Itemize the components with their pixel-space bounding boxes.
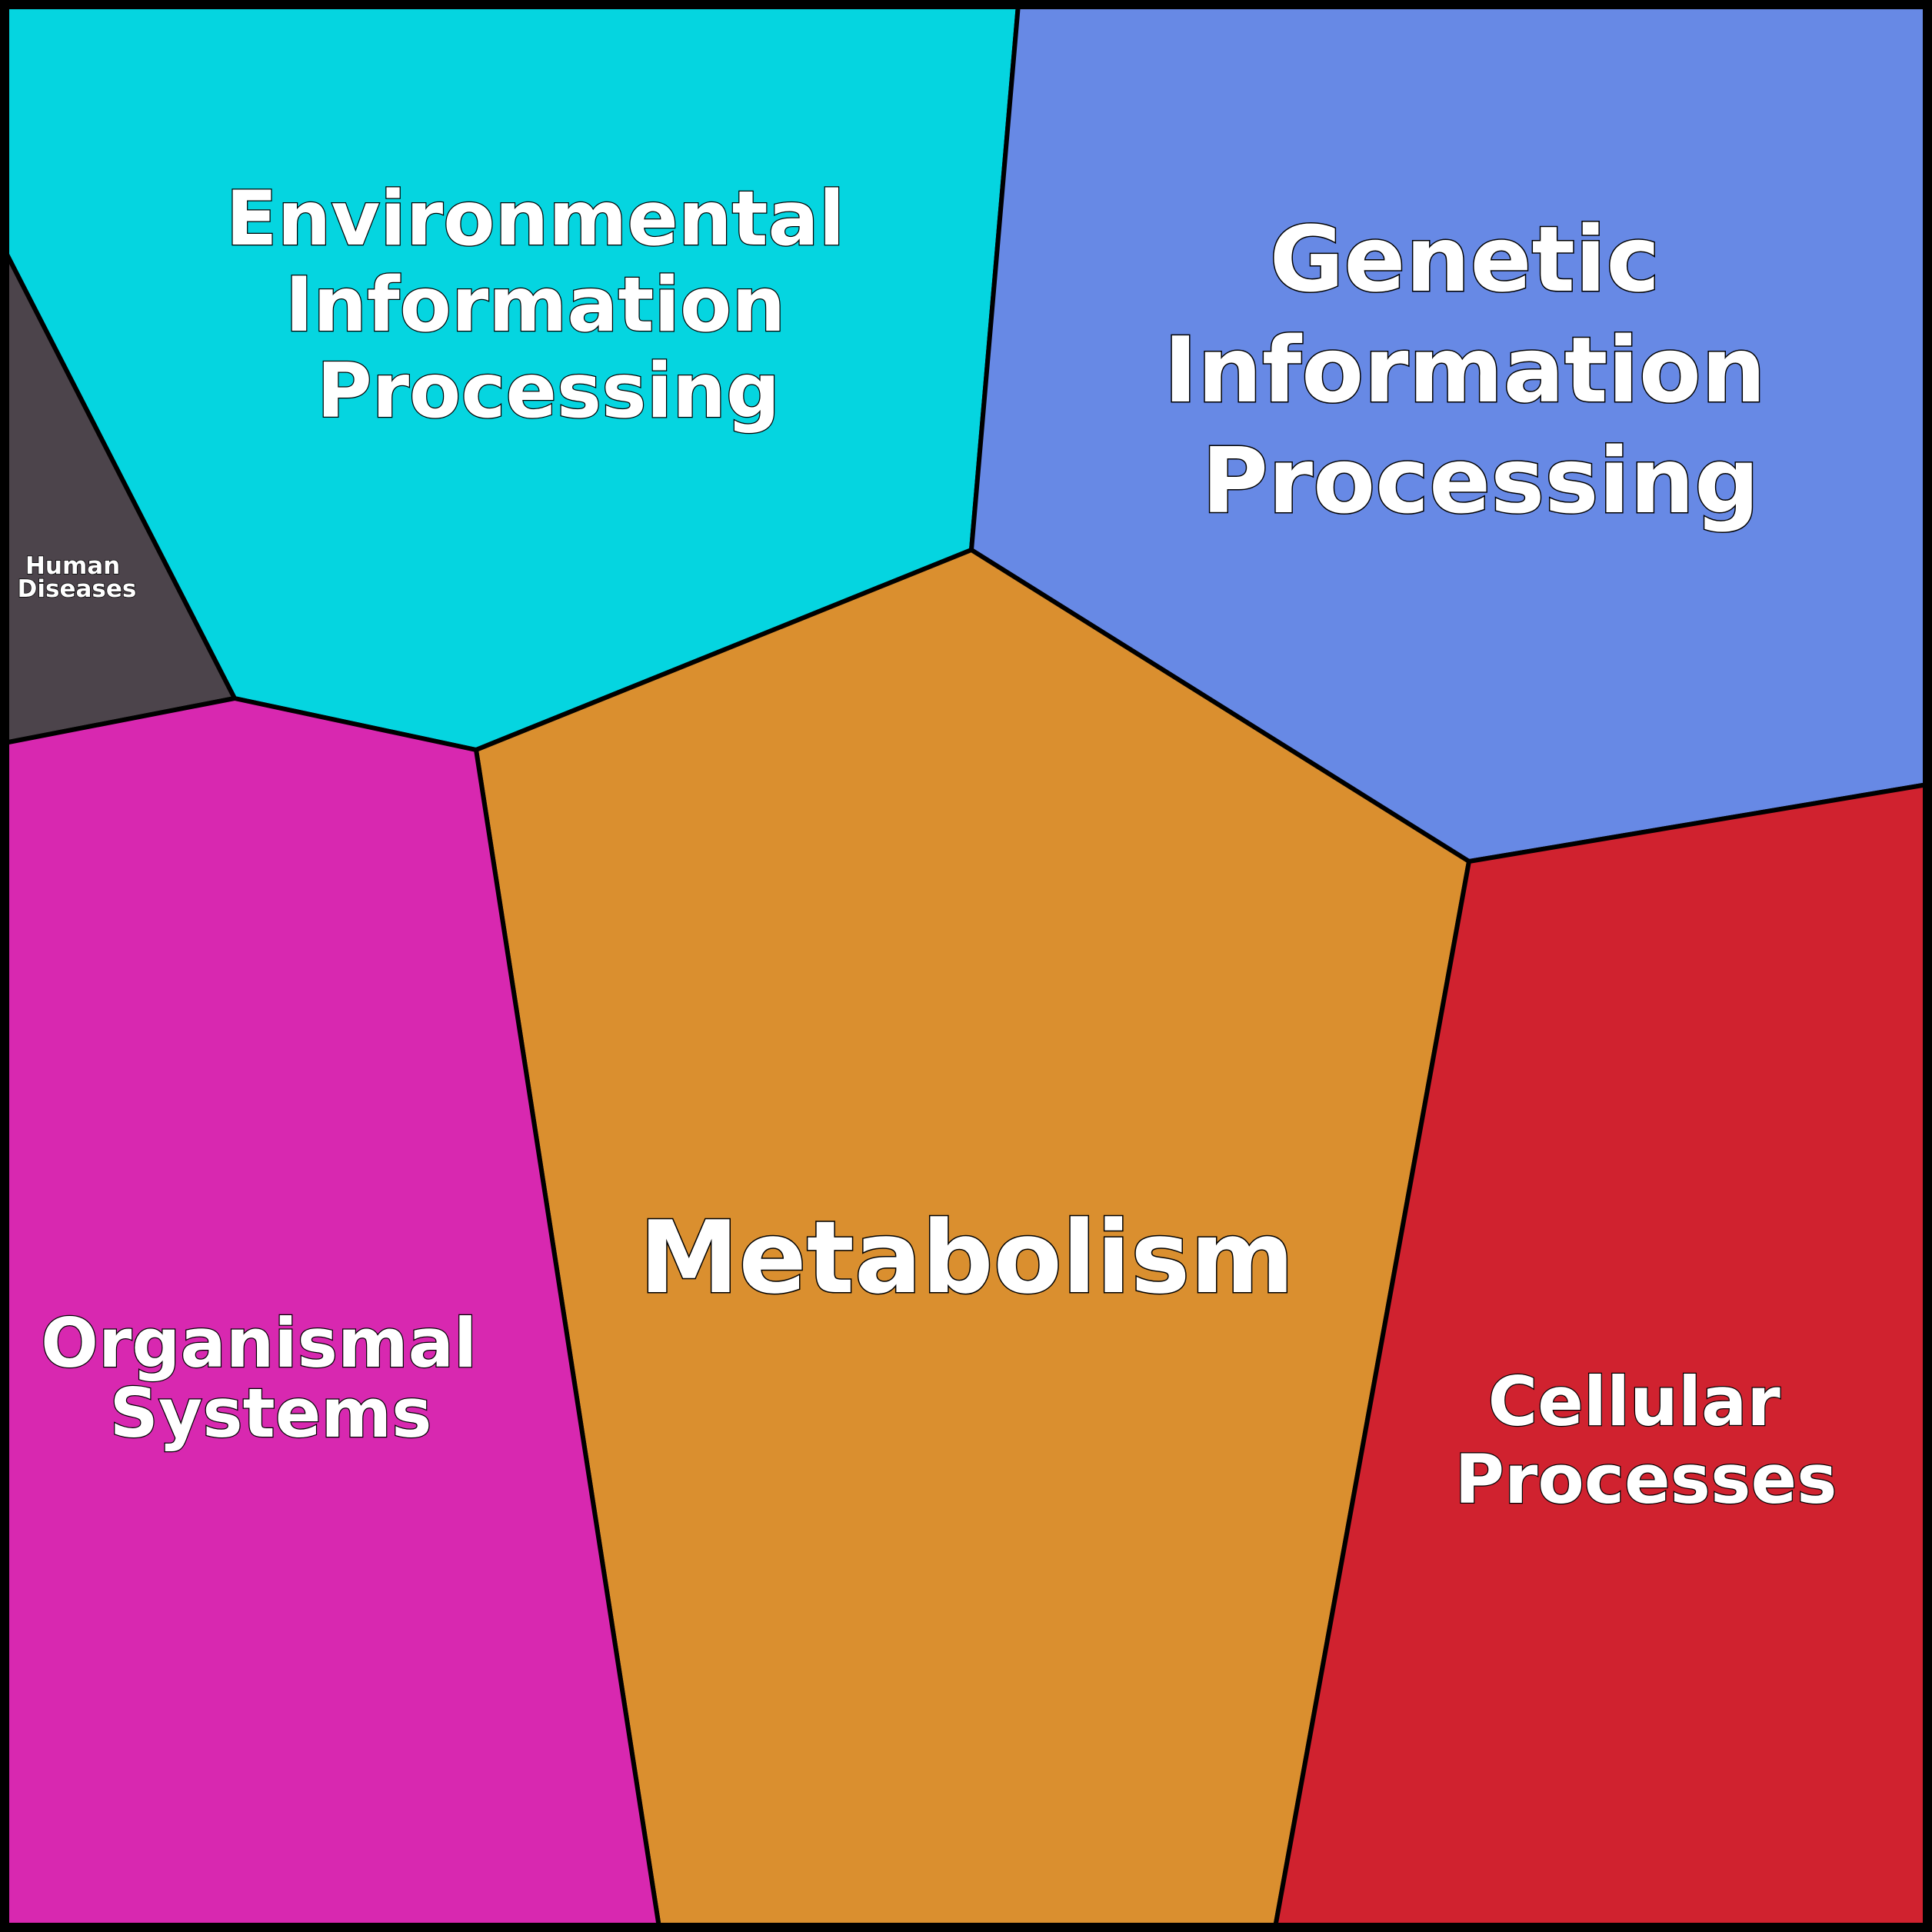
- metabolism-label-line-1: Metabolism: [639, 1199, 1294, 1316]
- organismal-label-line-1: Organismal: [41, 1304, 477, 1383]
- genetic-information-processing-label: Genetic Information Processing: [1164, 206, 1797, 534]
- cellular-label-line-1: Cellular: [1488, 1362, 1781, 1441]
- human-diseases-label-line-2: Diseases: [18, 575, 137, 603]
- organismal-label-line-2: Systems: [110, 1374, 432, 1453]
- genetic-label-line-1: Genetic: [1270, 206, 1661, 312]
- metabolism-label: Metabolism: [639, 1199, 1294, 1316]
- organismal-systems-label: Organismal Systems: [41, 1304, 501, 1453]
- environmental-information-processing-label: Environmental Information Processing: [226, 175, 871, 435]
- genetic-label-line-2: Information: [1164, 317, 1766, 423]
- environmental-label-line-3: Processing: [317, 348, 780, 435]
- cellular-processes-label: Cellular Processes: [1454, 1362, 1837, 1519]
- human-diseases-label-line-1: Human: [25, 552, 120, 580]
- environmental-label-line-2: Information: [285, 261, 785, 349]
- genetic-label-line-3: Processing: [1201, 428, 1759, 534]
- human-diseases-label: Human Diseases: [18, 552, 137, 603]
- environmental-label-line-1: Environmental: [226, 175, 845, 263]
- cellular-label-line-2: Processes: [1454, 1440, 1837, 1519]
